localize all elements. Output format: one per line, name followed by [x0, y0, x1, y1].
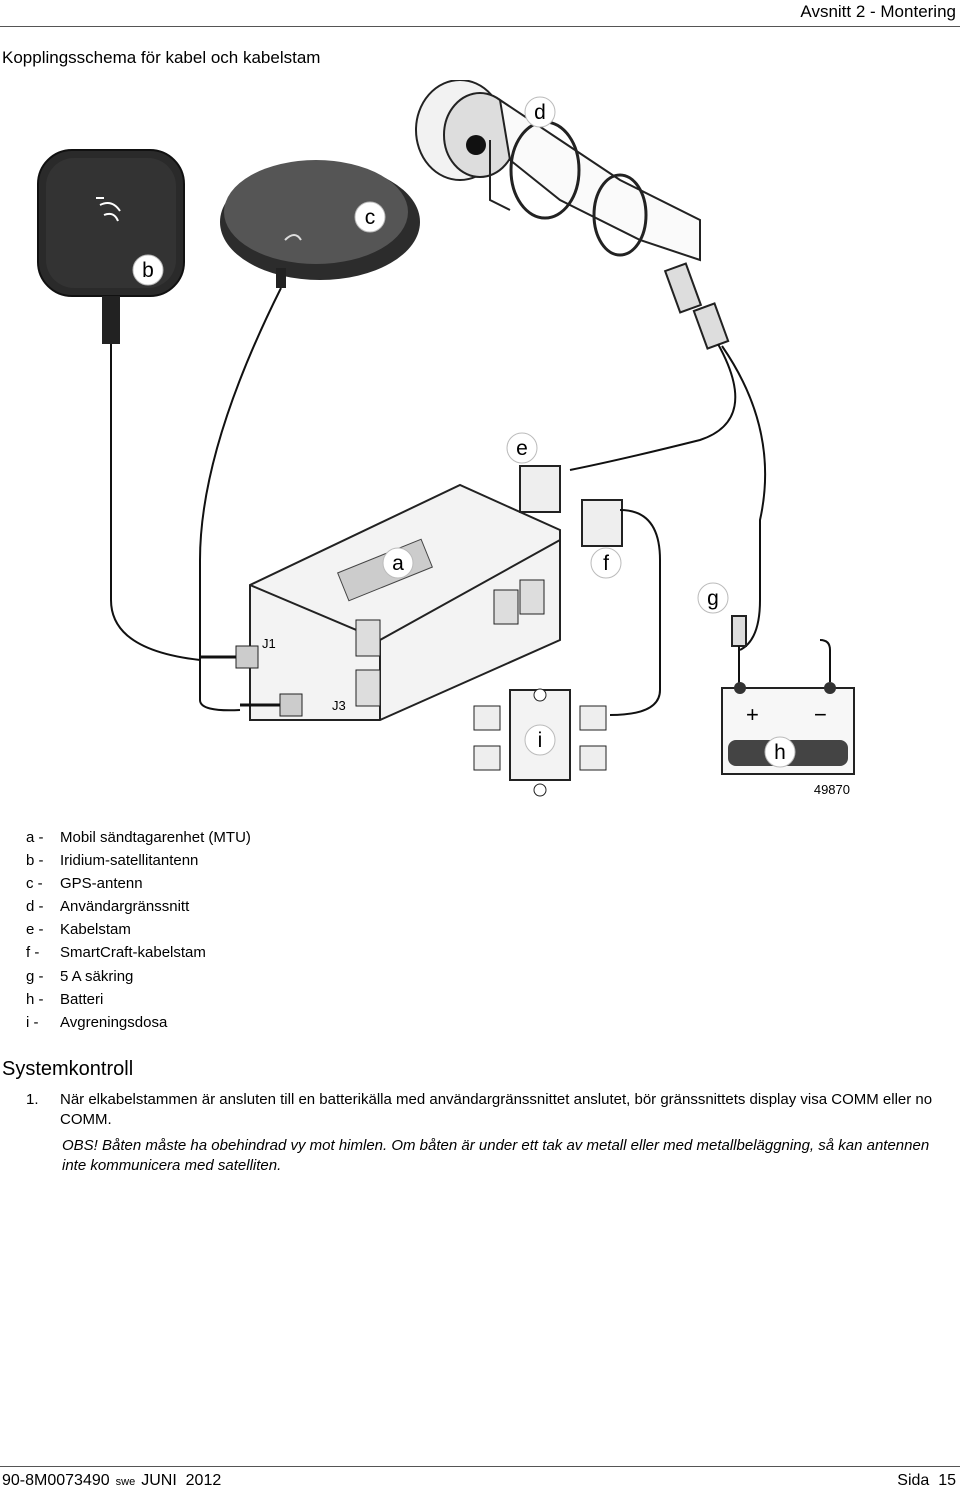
- fuse: [731, 615, 747, 690]
- diagram-title: Kopplingsschema för kabel och kabelstam: [2, 48, 321, 67]
- port-j1-label: J1: [262, 636, 276, 651]
- figure-number: 49870: [814, 782, 850, 797]
- callout-f: f: [590, 547, 622, 579]
- system-check-heading: Systemkontroll: [2, 1058, 134, 1080]
- publication-date: JUNI 2012: [141, 1472, 222, 1489]
- footer-rule: [0, 1466, 960, 1467]
- step-text: När elkabelstammen är ansluten till en b…: [60, 1091, 933, 1128]
- gps-antenna: [199, 160, 420, 712]
- callout-b: b: [132, 254, 164, 286]
- callout-h: h: [764, 736, 796, 768]
- svg-text:d: d: [534, 101, 546, 124]
- header-rule: [0, 26, 960, 27]
- callout-g: g: [697, 582, 729, 614]
- language-code: swe: [115, 1476, 136, 1488]
- battery-plus-label: +: [746, 702, 759, 727]
- legend-item: b -Iridium-satellitantenn: [26, 852, 199, 870]
- iridium-antenna: [37, 149, 201, 661]
- footer-left: 90-8M0073490 swe JUNI 2012: [2, 1472, 221, 1490]
- legend-item: g -5 A säkring: [26, 967, 134, 985]
- step-1: 1. När elkabelstammen är ansluten till e…: [26, 1090, 946, 1130]
- legend-item: h -Batteri: [26, 990, 104, 1008]
- callout-d: d: [524, 96, 556, 128]
- wiring-diagram: J1 J3 + − d c: [37, 80, 855, 797]
- callout-e: e: [506, 432, 538, 464]
- callout-a: a: [382, 547, 414, 579]
- legend-item: a -Mobil sändtagarenhet (MTU): [26, 829, 251, 846]
- legend-item: d -Användargränssnitt: [26, 898, 190, 916]
- svg-text:e: e: [516, 437, 528, 460]
- battery-minus-label: −: [814, 702, 827, 727]
- note-label: OBS!: [62, 1137, 98, 1154]
- mobile-transceiver-unit: J1 J3: [200, 483, 561, 721]
- svg-text:h: h: [774, 741, 786, 764]
- legend: a -Mobil sändtagarenhet (MTU) b -Iridium…: [26, 826, 251, 1034]
- page-number: Sida 15: [897, 1472, 956, 1489]
- step-number: 1.: [26, 1091, 39, 1108]
- section-header: Avsnitt 2 - Montering: [800, 2, 956, 21]
- user-interface-gauge: [415, 80, 767, 651]
- port-j3-label: J3: [332, 698, 346, 713]
- svg-text:i: i: [538, 729, 543, 752]
- harness-connectors: [519, 465, 661, 716]
- svg-text:c: c: [365, 206, 376, 229]
- note: OBS! Båten måste ha obehindrad vy mot hi…: [62, 1136, 952, 1176]
- legend-item: c -GPS-antenn: [26, 875, 143, 893]
- svg-text:g: g: [707, 587, 719, 610]
- svg-text:b: b: [142, 259, 154, 282]
- callout-c: c: [354, 201, 386, 233]
- callout-i: i: [524, 724, 556, 756]
- svg-text:f: f: [603, 552, 609, 575]
- svg-text:a: a: [392, 552, 404, 575]
- legend-item: f -SmartCraft-kabelstam: [26, 944, 206, 962]
- part-number: 90-8M0073490: [2, 1472, 110, 1489]
- legend-item: e -Kabelstam: [26, 921, 131, 939]
- note-text: Båten måste ha obehindrad vy mot himlen.…: [62, 1137, 930, 1174]
- legend-item: i -Avgreningsdosa: [26, 1013, 168, 1031]
